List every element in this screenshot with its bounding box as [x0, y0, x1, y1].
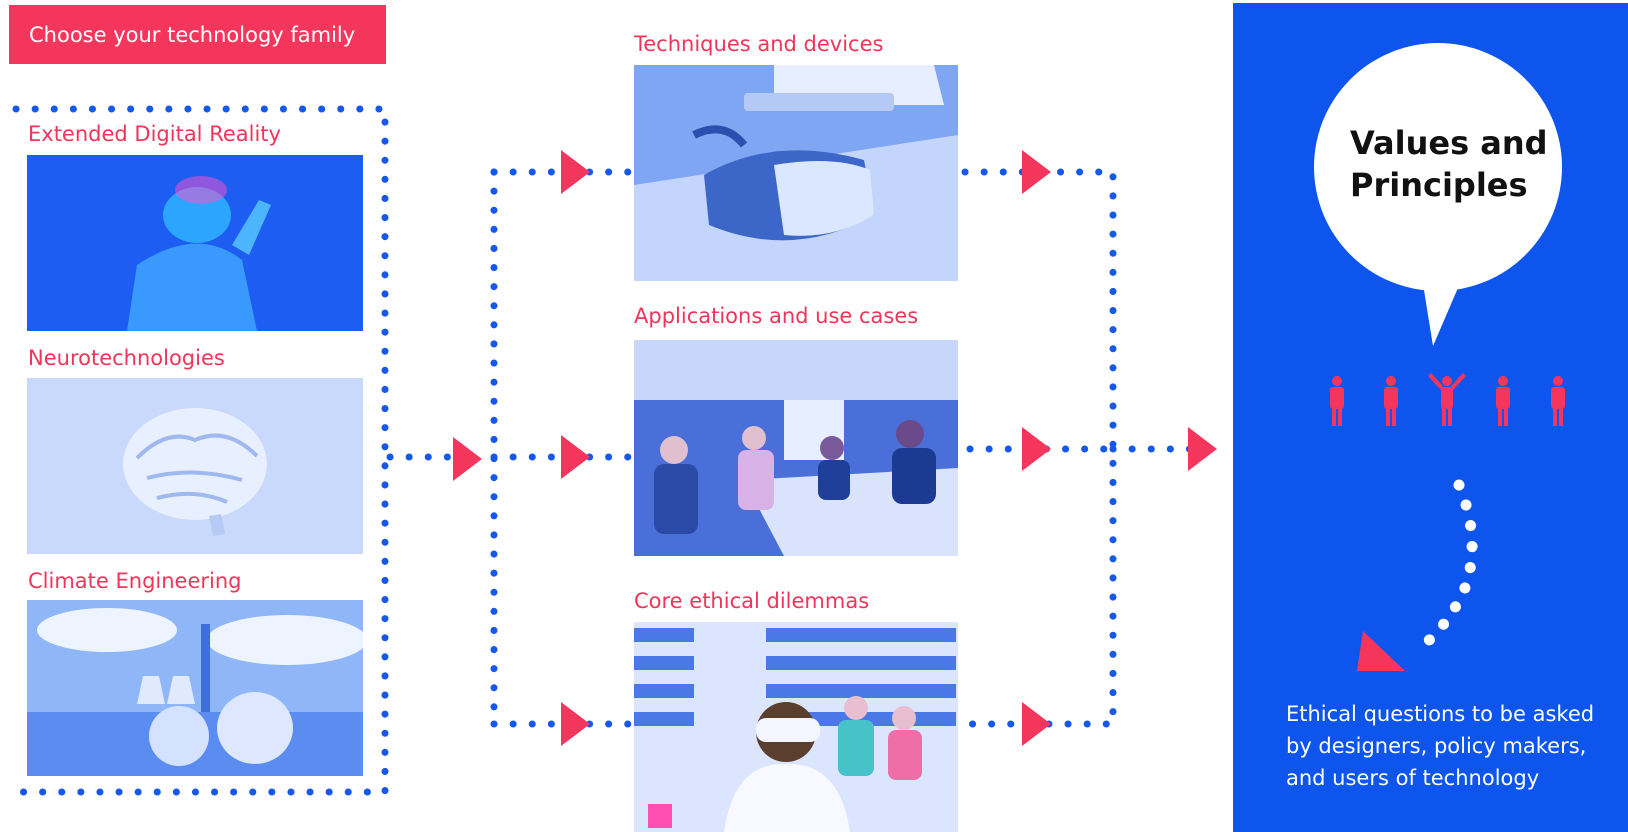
meeting-room-image[interactable] — [634, 340, 958, 556]
arrow-icon — [453, 437, 482, 481]
stage-label-techniques: Techniques and devices — [634, 32, 884, 56]
panel-title-line1: Values and — [1350, 124, 1548, 162]
vr-person-image[interactable] — [27, 155, 363, 331]
curved-dotted-connector — [1407, 479, 1478, 659]
library-vr-image[interactable] — [634, 622, 958, 832]
arrow-icon — [561, 702, 590, 746]
arrow-icon — [1188, 427, 1217, 471]
family-label-neurotechnologies: Neurotechnologies — [28, 346, 225, 370]
stage-label-dilemmas: Core ethical dilemmas — [634, 589, 870, 613]
family-label-climate-engineering: Climate Engineering — [28, 569, 242, 593]
arrow-icon — [1022, 427, 1051, 471]
choose-technology-family-button[interactable]: Choose your technology family — [9, 5, 386, 64]
arrow-down-icon — [1357, 631, 1405, 671]
panel-description: Ethical questions to be asked by designe… — [1286, 702, 1595, 790]
arrow-icon — [561, 435, 590, 479]
panel-title: Values and Principles — [1350, 122, 1550, 206]
speech-bubble — [1314, 43, 1565, 671]
power-plant-image[interactable] — [27, 600, 363, 776]
family-label-extended-reality: Extended Digital Reality — [28, 122, 281, 146]
brain-image[interactable] — [27, 378, 363, 554]
vr-headset-image[interactable] — [634, 65, 958, 281]
arrow-icon — [1022, 702, 1051, 746]
arrow-icon — [1022, 150, 1051, 194]
stage-label-applications: Applications and use cases — [634, 304, 919, 328]
people-icons — [1330, 373, 1565, 426]
arrow-icon — [561, 150, 590, 194]
panel-title-line2: Principles — [1350, 166, 1528, 204]
